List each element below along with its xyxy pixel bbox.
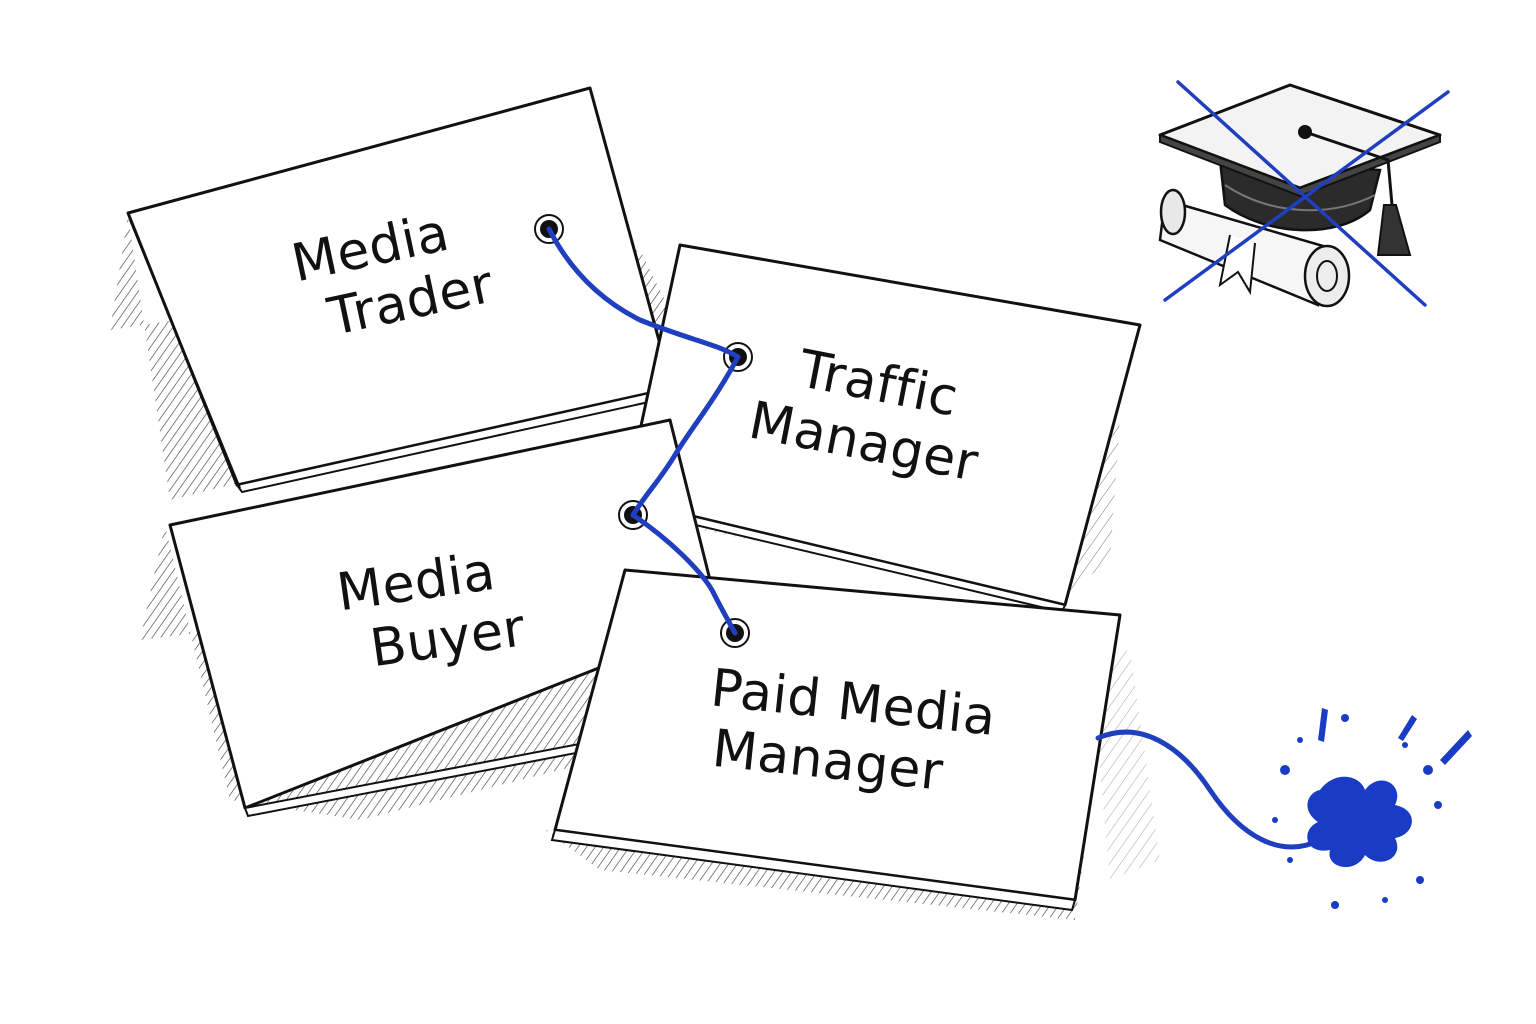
blue-string xyxy=(546,226,1323,850)
graduation-cap-icon xyxy=(1158,83,1442,308)
tag-card-media-buyer: Media Buyer xyxy=(168,418,722,818)
tag-card-traffic-manager: Traffic Manager xyxy=(618,243,1142,614)
ink-splat-icon xyxy=(1272,708,1472,909)
diploma-scroll-icon xyxy=(1158,188,1351,308)
crossed-out-mark-icon xyxy=(1163,80,1450,307)
tag-card-media-trader: Media Trader xyxy=(126,86,678,494)
tag-card-paid-media-manager: Paid Media Manager xyxy=(550,568,1122,912)
